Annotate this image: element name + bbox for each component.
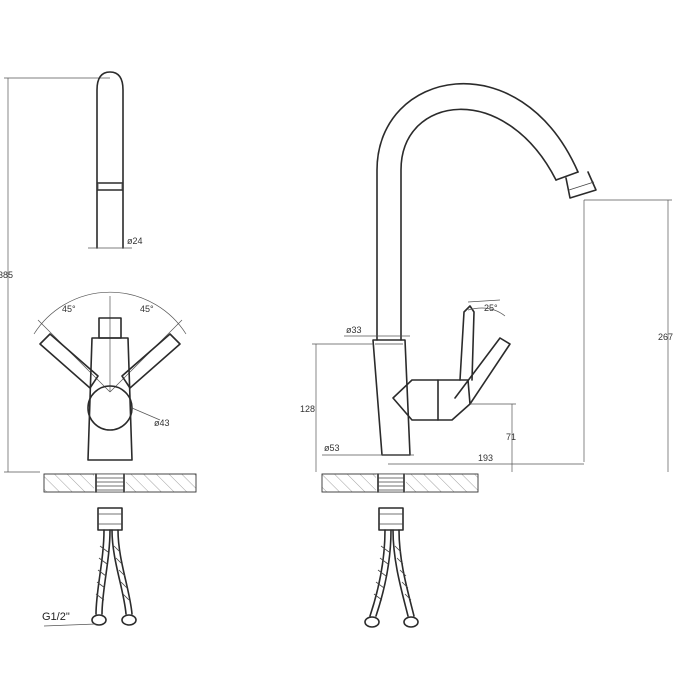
side-spout-height-dimension: 267 — [583, 199, 673, 472]
side-base-diameter-label: ø53 — [324, 443, 340, 453]
side-body-top-diameter-label: ø33 — [346, 325, 362, 335]
front-angle-right-label: 45° — [140, 304, 154, 314]
front-height-label: 385 — [0, 270, 13, 280]
front-height-dimension: 385 — [0, 77, 110, 473]
front-spout-diameter-dimension: ø24 — [88, 236, 143, 249]
side-base-diameter-dimension: ø53 — [322, 443, 414, 456]
side-lever-assembly: 25° — [392, 299, 511, 421]
side-body-height-dimension: 128 — [300, 343, 373, 472]
front-spout — [96, 71, 124, 249]
side-lever-height-dimension: 71 — [470, 403, 516, 472]
side-lever-angle-label: 25° — [484, 303, 498, 313]
side-body-height-label: 128 — [300, 404, 315, 414]
front-angle-left-label: 45° — [62, 304, 76, 314]
side-gooseneck-spout — [376, 83, 597, 341]
front-supply-hoses: G1/2" — [42, 529, 137, 627]
side-supply-hoses — [364, 529, 419, 628]
front-mixer-body: ø43 — [87, 337, 170, 461]
side-view: 267 ø33 25° 128 71 — [300, 83, 673, 628]
side-spout-height-label: 267 — [658, 332, 673, 342]
front-swivel-angle-arc: 45° 45° — [33, 291, 187, 393]
side-countertop — [321, 473, 479, 493]
front-view: 385 ø24 45° 45° — [0, 71, 197, 627]
side-mounting-nut — [378, 507, 404, 531]
front-spout-diameter-label: ø24 — [127, 236, 143, 246]
front-thread-label: G1/2" — [42, 611, 70, 623]
side-mixer-body: ø33 — [344, 325, 411, 456]
side-lever-height-label: 71 — [506, 432, 516, 442]
front-body-diameter-label: ø43 — [154, 418, 170, 428]
side-reach-dimension: 193 — [388, 453, 584, 465]
front-mounting-nut — [97, 507, 123, 531]
front-countertop — [43, 473, 197, 493]
side-reach-label: 193 — [478, 453, 493, 463]
